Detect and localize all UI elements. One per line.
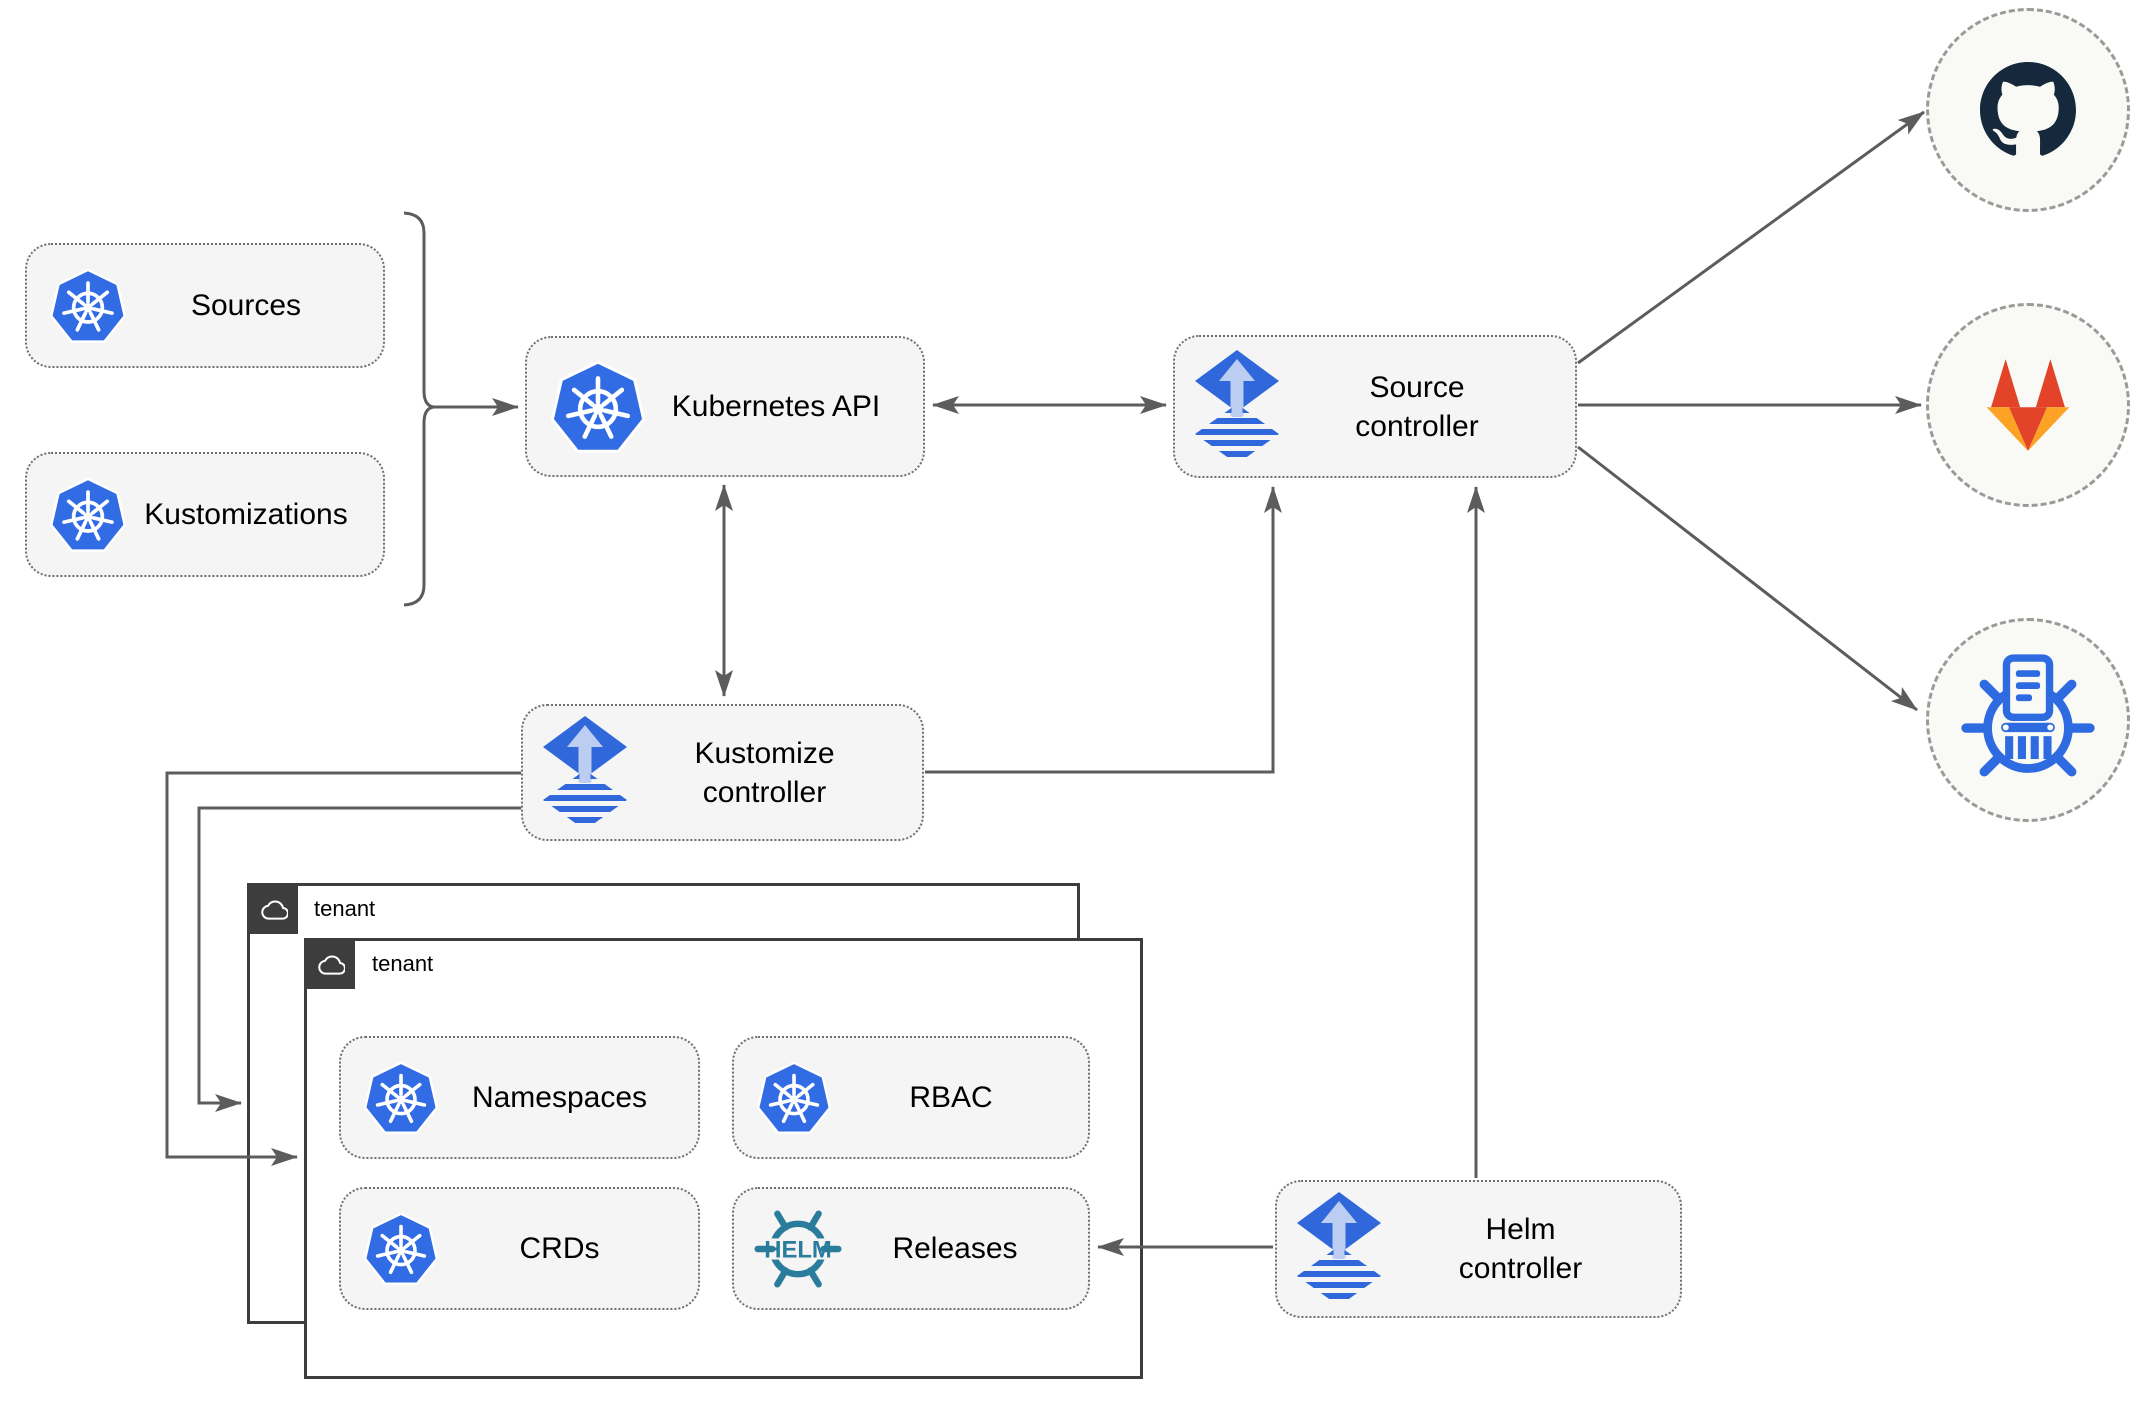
arrow-sourcectrl-to-github [1577, 110, 1925, 365]
kubernetes-icon [47, 474, 129, 556]
node-crds: CRDs [339, 1187, 700, 1310]
cloud-icon [315, 950, 345, 978]
node-sources: Sources [25, 243, 385, 368]
node-source-controller: Source controller [1173, 335, 1577, 478]
kubernetes-icon [547, 356, 649, 458]
node-kustomize-controller: Kustomize controller [521, 704, 924, 841]
helm-wordmark: HELM [764, 1236, 832, 1263]
label-line-1: Kustomize [694, 736, 835, 770]
node-label: Namespaces [471, 1081, 648, 1114]
endpoint-chartmuseum [1926, 618, 2130, 822]
chartmuseum-icon [1961, 654, 2095, 777]
node-label: Releases [892, 1232, 1018, 1265]
kubernetes-icon [361, 1058, 441, 1138]
label-line-2: controller [1458, 1252, 1583, 1285]
kubernetes-icon [361, 1209, 441, 1289]
tenant-tab [304, 938, 355, 989]
label-line-1: Helm [1485, 1213, 1556, 1246]
helm-icon: HELM [754, 1210, 842, 1287]
node-label: Source controller [1279, 368, 1555, 446]
endpoint-github [1926, 8, 2130, 212]
node-label: Kustomizations [144, 498, 348, 531]
node-kustomizations: Kustomizations [25, 452, 385, 577]
tenant-tab [247, 883, 298, 934]
tenant-label: tenant [372, 951, 434, 976]
gitlab-icon [1986, 359, 2070, 451]
node-label: RBAC [909, 1081, 993, 1114]
cloud-icon [258, 895, 288, 923]
node-helm-controller: Helm controller [1275, 1180, 1682, 1318]
tenant-label: tenant [314, 896, 376, 921]
brace-sources-group [403, 211, 435, 607]
node-label: CRDs [519, 1232, 600, 1265]
node-releases: HELM Releases [732, 1187, 1090, 1310]
node-label: Helm controller [1381, 1210, 1660, 1288]
kubernetes-icon [754, 1058, 834, 1138]
arrow-sourcectrl-to-chartmuseum [1577, 445, 1918, 712]
node-label: Kustomize controller [627, 734, 902, 812]
github-icon [1980, 62, 2076, 156]
flux-icon [543, 716, 627, 830]
node-namespaces: Namespaces [339, 1036, 700, 1159]
flux-icon [1195, 350, 1279, 464]
node-label: Sources [190, 289, 302, 322]
endpoint-gitlab [1926, 303, 2130, 507]
label-line-1: Source [1369, 370, 1465, 404]
arrow-kustomizectrl-to-sourcectrl [925, 486, 1282, 774]
node-rbac: RBAC [732, 1036, 1090, 1159]
flux-icon [1297, 1192, 1381, 1306]
kubernetes-icon [47, 265, 129, 347]
node-label: Kubernetes API [671, 390, 881, 423]
node-kubernetes-api: Kubernetes API [525, 336, 925, 477]
label-line-2: controller [702, 775, 827, 809]
label-line-2: controller [1355, 409, 1479, 443]
